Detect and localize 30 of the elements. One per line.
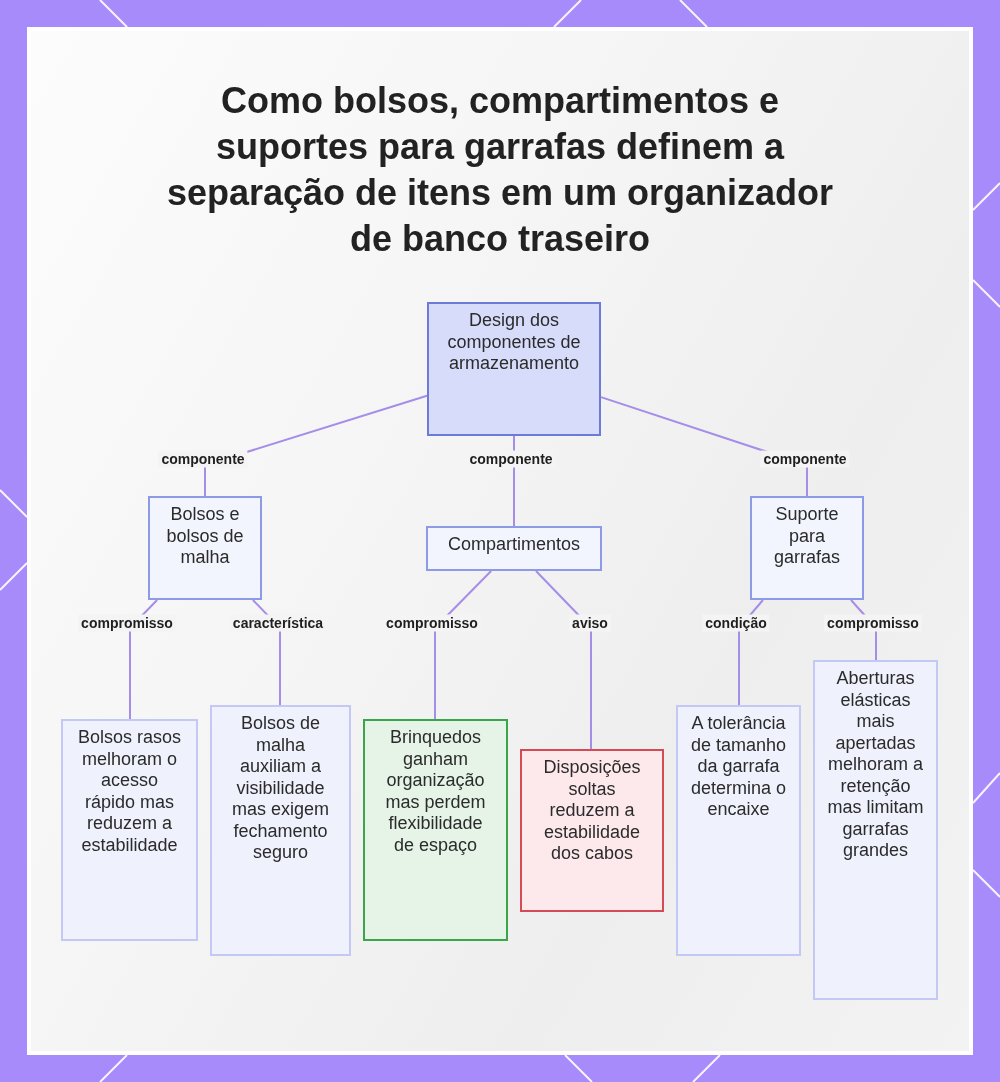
- node-text: Compartimentos: [446, 534, 581, 556]
- edge-label: componente: [760, 450, 850, 468]
- edge-label: componente: [158, 450, 248, 468]
- concept-box: [210, 705, 351, 956]
- concept-box: [61, 719, 198, 941]
- node-text: A tolerância de tamanho da garrafa determina o encaixe: [690, 713, 787, 821]
- concept-box: [148, 496, 262, 600]
- edge-label: compromisso: [78, 614, 176, 632]
- edge-label: condição: [702, 614, 770, 632]
- node-text: Bolsos rasos melhoram o acesso rápido mas reduzem a estabilidade: [76, 727, 182, 856]
- node-text: Aberturas elásticas mais apertadas melhoram a retenção mas limitam garrafas grandes: [827, 668, 924, 862]
- connector-line: [535, 570, 592, 750]
- diagram-title: Como bolsos, compartimentos e suportes para garrafas definem a separação de itens em um organizador de banco traseiro: [165, 79, 835, 261]
- edge-label: compromisso: [383, 614, 481, 632]
- connector-line: [434, 570, 493, 720]
- concept-box: [363, 719, 508, 941]
- edge-label: aviso: [569, 614, 611, 632]
- concept-box: [676, 705, 801, 956]
- node-text: Design dos componentes de armazenamento: [446, 310, 582, 375]
- concept-box: [426, 526, 602, 571]
- node-text: Bolsos e bolsos de malha: [165, 504, 245, 569]
- edge-label: compromisso: [824, 614, 922, 632]
- node-text: Bolsos de malha auxiliam a visibilidade mas exigem fechamento seguro: [231, 713, 330, 864]
- concept-box: [520, 749, 664, 912]
- concept-box: [750, 496, 864, 600]
- node-text: Brinquedos ganham organização mas perdem flexibilidade de espaço: [384, 727, 487, 856]
- node-text: Suporte para garrafas: [772, 504, 841, 569]
- node-text: Disposições soltas reduzem a estabilidade dos cabos: [542, 757, 642, 865]
- concept-box: [427, 302, 601, 436]
- concept-box: [813, 660, 938, 1000]
